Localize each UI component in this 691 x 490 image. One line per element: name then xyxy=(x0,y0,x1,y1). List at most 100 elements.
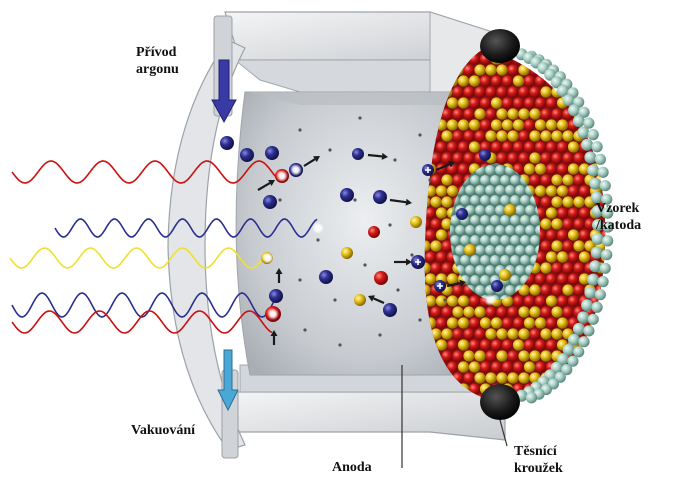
sample-red-atom xyxy=(485,108,497,120)
sample-rim-atom xyxy=(591,232,604,245)
sample-red-atom xyxy=(452,108,464,120)
sample-red-atom xyxy=(567,207,580,219)
sample-red-atom xyxy=(523,141,536,153)
sample-teal-atom xyxy=(470,175,480,185)
sample-red-atom xyxy=(562,152,574,164)
sample-teal-atom xyxy=(495,165,505,175)
sample-teal-atom xyxy=(480,255,490,265)
sample-red-atom xyxy=(496,152,508,164)
sample-red-atom xyxy=(501,317,514,329)
sample-rim-atom xyxy=(587,129,599,141)
sample-yellow-atom xyxy=(562,48,574,54)
sample-yellow-atom xyxy=(496,64,508,76)
sample-teal-atom xyxy=(535,245,540,255)
sample-teal-atom xyxy=(485,225,495,235)
sample-red-atom xyxy=(606,394,617,405)
sample-yellow-atom xyxy=(573,196,585,208)
sample-yellow-atom xyxy=(435,185,448,197)
sample-yellow-atom xyxy=(523,361,536,373)
light-wave-blue xyxy=(11,292,275,318)
sample-red-atom xyxy=(562,262,574,274)
sample-teal-atom xyxy=(480,175,490,185)
sample-red-atom xyxy=(573,152,585,164)
sample-rim-atom xyxy=(561,364,573,376)
sample-yellow-atom xyxy=(545,295,558,307)
motion-arrows xyxy=(257,152,466,345)
sample-red-atom xyxy=(534,361,547,373)
sample-yellow-atom xyxy=(595,394,606,400)
plasma-dot xyxy=(278,198,282,202)
sample-yellow-atom xyxy=(529,108,541,120)
sample-rim-atom xyxy=(599,180,611,192)
sample-yellow-atom xyxy=(567,53,580,65)
sample-rim-atom xyxy=(583,325,595,337)
sample-yellow-atom xyxy=(457,317,470,329)
sample-yellow-atom xyxy=(446,295,459,307)
sputtered-yellow-atom xyxy=(341,247,353,259)
argon-atom xyxy=(319,270,333,284)
motion-arrow-head xyxy=(313,156,320,163)
sample-teal-atom xyxy=(515,245,525,255)
sample-yellow-atom xyxy=(468,141,481,153)
argon-atom xyxy=(373,190,387,204)
sample-yellow-atom xyxy=(507,372,519,384)
sample-red-atom xyxy=(435,141,448,153)
sample-teal-atom xyxy=(475,225,485,235)
sample-red-atom xyxy=(463,372,475,384)
sample-teal-atom xyxy=(500,175,510,185)
sample-red-atom xyxy=(545,229,558,241)
argon-atom xyxy=(265,146,279,160)
emission-flash xyxy=(262,252,274,264)
sample-teal-atom xyxy=(465,225,475,235)
sample-red-atom xyxy=(457,141,470,153)
motion-arrow xyxy=(389,198,407,204)
sample-rim-atom xyxy=(597,276,609,288)
sample-yellow-atom xyxy=(540,86,552,98)
sample-red-atom xyxy=(452,152,464,164)
plasma-dot xyxy=(418,133,422,137)
sample-red-atom xyxy=(523,119,536,131)
sample-yellow-atom xyxy=(523,163,536,175)
sample-red-atom xyxy=(562,218,574,230)
sample-red-atom xyxy=(567,383,580,395)
sample-yellow-atom xyxy=(545,185,558,197)
sample-red-atom xyxy=(551,108,563,120)
sample-yellow-atom xyxy=(606,350,617,361)
sample-yellow-atom xyxy=(457,339,470,351)
sample-teal-atom xyxy=(490,215,500,225)
sample-yellow-atom xyxy=(606,64,617,75)
sample-yellow-atom xyxy=(556,251,569,263)
sample-rim-atom xyxy=(602,207,614,219)
sample-red-atom xyxy=(512,361,525,373)
sample-yellow-atom xyxy=(463,306,475,318)
sample-red-atom xyxy=(490,75,503,87)
sample-teal-atom xyxy=(475,185,485,195)
sample-yellow-atom xyxy=(518,372,530,384)
sample-rim-atom xyxy=(602,221,614,233)
sample-red-atom xyxy=(441,350,453,362)
sample-rim-atom xyxy=(601,193,613,205)
surface-atom xyxy=(491,280,503,292)
sample-red-atom xyxy=(540,152,552,164)
sample-red-atom xyxy=(589,53,602,65)
sample-red-atom xyxy=(573,262,585,274)
plasma-dot xyxy=(418,318,422,322)
sample-red-atom xyxy=(518,130,530,142)
sample-red-atom xyxy=(463,108,475,120)
sample-teal-atom xyxy=(520,215,530,225)
sample-teal-atom xyxy=(470,195,480,205)
sample-red-atom xyxy=(529,328,541,340)
motion-arrow-head xyxy=(268,180,275,187)
sample-red-atom xyxy=(567,273,580,285)
sample-rim-atom xyxy=(568,104,581,117)
label-sample-cathode: Vzorek /katoda xyxy=(596,200,641,234)
sample-teal-atom xyxy=(485,205,495,215)
motion-arrow-head xyxy=(381,152,388,160)
motion-arrow xyxy=(257,182,271,191)
sample-rim-atom xyxy=(567,355,579,367)
sample-red-atom xyxy=(518,86,530,98)
sample-yellow-atom xyxy=(540,262,552,274)
sample-yellow-atom xyxy=(507,108,519,120)
sample-red-atom xyxy=(507,86,519,98)
